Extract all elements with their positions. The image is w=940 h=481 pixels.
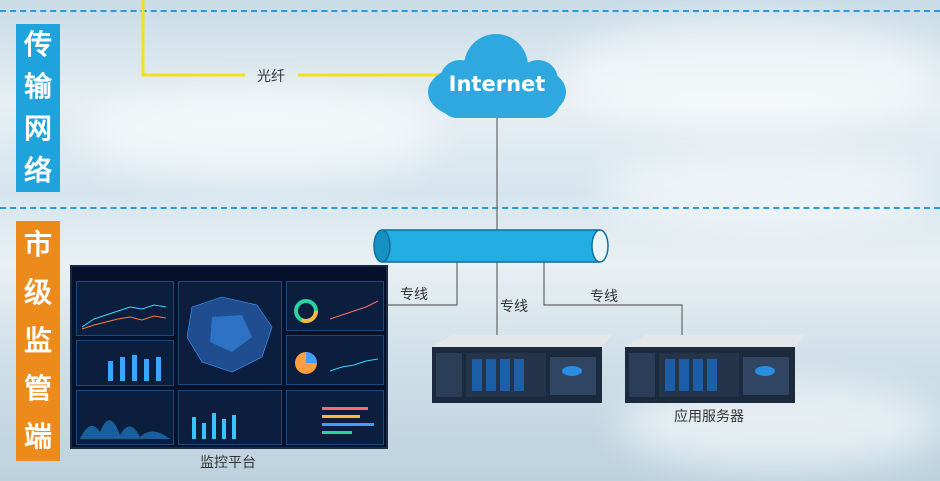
line-to-server2 (543, 260, 683, 340)
fiber-line (141, 0, 245, 77)
dedicated-line-label: 专线 (400, 287, 428, 303)
transport-network-band: 传 输 网 络 (16, 24, 60, 192)
switch-bar (373, 229, 609, 263)
municipal-regulator-band: 市 级 监 管 端 (16, 221, 60, 461)
band-char: 输 (23, 70, 52, 103)
section-divider (0, 207, 940, 209)
band-char: 管 (23, 372, 52, 405)
app-server-label: 应用服务器 (674, 409, 744, 425)
monitoring-dashboard-screen (70, 265, 388, 449)
dedicated-line-label: 专线 (590, 289, 618, 305)
line-to-monitor (388, 260, 458, 306)
dedicated-line-label: 专线 (500, 299, 528, 315)
band-char: 络 (23, 154, 52, 187)
top-divider (0, 10, 940, 12)
band-char: 网 (23, 112, 52, 145)
band-char: 监 (23, 324, 52, 357)
fiber-label: 光纤 (257, 69, 285, 85)
band-char: 传 (23, 28, 52, 61)
server-icon (432, 335, 612, 403)
band-char: 端 (23, 420, 52, 453)
band-char: 级 (23, 276, 52, 309)
monitor-platform-label: 监控平台 (200, 455, 256, 471)
band-char: 市 (23, 228, 52, 261)
internet-label: Internet (448, 72, 546, 96)
internet-cloud (428, 34, 566, 118)
application-server-icon (625, 335, 805, 403)
dashboard-graphics (80, 296, 379, 439)
